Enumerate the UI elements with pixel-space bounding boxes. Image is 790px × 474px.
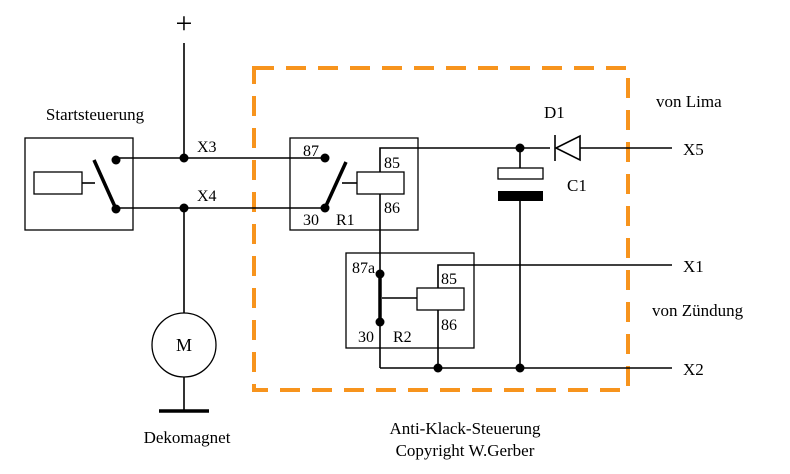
relay-r2-box xyxy=(345,252,475,349)
r2-name-label: R2 xyxy=(393,329,412,346)
copyright-label: Copyright W.Gerber xyxy=(396,441,535,460)
r2-86-label: 86 xyxy=(441,317,457,334)
plus-label: + xyxy=(176,7,193,40)
r2-85-label: 85 xyxy=(441,271,457,288)
start-control-coil xyxy=(33,171,83,195)
x1-label: X1 xyxy=(683,257,704,276)
r1-85-wire xyxy=(379,147,418,172)
r1-coil xyxy=(356,171,405,195)
c1-plate-negative xyxy=(498,191,543,201)
from-alternator-label: von Lima xyxy=(656,92,722,111)
c1-label: C1 xyxy=(567,176,587,195)
r1-86-label: 86 xyxy=(384,200,400,217)
diode-d1 xyxy=(554,134,581,162)
from-ignition-label: von Zündung xyxy=(652,301,744,320)
decomagnet-label: Dekomagnet xyxy=(144,428,231,447)
start-control-switch xyxy=(92,159,118,210)
r2-87a-label: 87a xyxy=(352,260,375,277)
r1-name-label: R1 xyxy=(336,212,355,229)
r1-87-label: 87 xyxy=(303,143,319,160)
x2-label: X2 xyxy=(683,360,704,379)
motor-label: M xyxy=(176,335,192,355)
r2-30-label: 30 xyxy=(358,329,374,346)
start-control-box xyxy=(24,137,134,231)
anti-klack-boundary xyxy=(252,66,630,392)
r2-coil xyxy=(416,287,465,311)
x2-junction-r2 xyxy=(433,363,443,373)
start-control-contact-bottom xyxy=(111,204,121,214)
r1-switch xyxy=(323,161,348,209)
r2-contact-87a xyxy=(375,269,385,279)
x1-line xyxy=(437,264,672,288)
unit-title: Anti-Klack-Steuerung xyxy=(389,419,541,438)
r1-30-label: 30 xyxy=(303,212,319,229)
x4-label: X4 xyxy=(197,188,217,205)
x3-junction xyxy=(179,153,189,163)
r1-85-label: 85 xyxy=(384,155,400,172)
relay-r1-box xyxy=(289,137,419,231)
d1-label: D1 xyxy=(544,103,565,122)
c1-plate-positive xyxy=(497,167,544,180)
x5-label: X5 xyxy=(683,140,704,159)
x3-label: X3 xyxy=(197,139,217,156)
start-control-contact-top xyxy=(111,155,121,165)
r1-contact-87 xyxy=(320,153,330,163)
start-control-label: Startsteuerung xyxy=(46,105,145,124)
x2-junction-c1 xyxy=(515,363,525,373)
